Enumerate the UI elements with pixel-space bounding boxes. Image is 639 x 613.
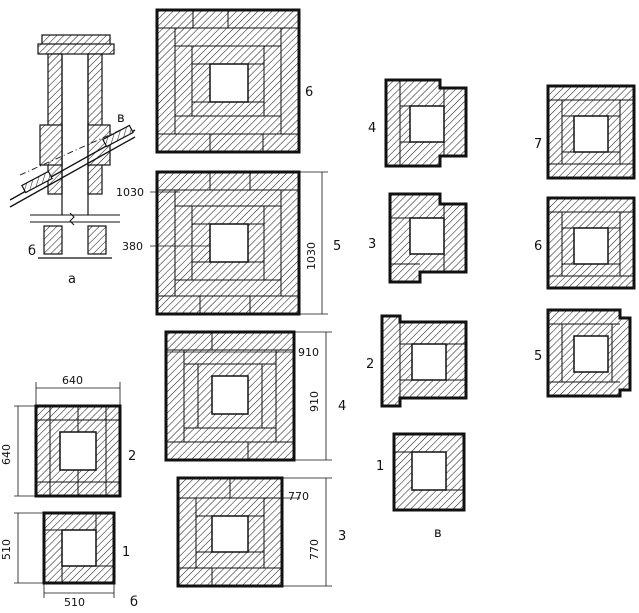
course-3 <box>388 192 468 284</box>
course-6 <box>546 196 636 290</box>
dim-510-bottom: 510 <box>64 596 85 609</box>
section-1030 <box>155 170 301 316</box>
label-v-roof: в <box>117 111 125 126</box>
section-number-4: 4 <box>338 399 346 414</box>
dim-770 <box>282 477 332 587</box>
dim-510-side: 510 <box>0 539 13 560</box>
section-number-3: 3 <box>338 529 346 544</box>
section-770 <box>176 476 284 588</box>
dim-1030-label: 1030 <box>116 186 144 199</box>
section-number-5: 5 <box>333 239 341 254</box>
dim-380-label: 380 <box>122 240 143 253</box>
dim-640 <box>14 382 121 497</box>
label-a: а <box>68 272 76 287</box>
course-number-2: 2 <box>366 357 374 372</box>
dim-640-side: 640 <box>0 444 13 465</box>
dim-640-top: 640 <box>62 374 83 387</box>
label-v: в <box>434 526 442 541</box>
dim-910 <box>166 331 332 461</box>
course-number-3: 3 <box>368 237 376 252</box>
course-5 <box>546 308 632 398</box>
label-b-bottom: б <box>130 595 138 610</box>
dim-510 <box>14 512 115 598</box>
section-910 <box>164 330 296 462</box>
course-number-7: 7 <box>534 137 542 152</box>
course-number-1: 1 <box>376 459 384 474</box>
course-number-6: 6 <box>534 239 542 254</box>
chimney-elevation <box>9 34 136 259</box>
label-b-left: б <box>28 244 36 259</box>
course-1 <box>392 432 466 512</box>
section-6 <box>155 8 301 154</box>
section-number-1-left: 1 <box>122 545 130 560</box>
section-number-6: 6 <box>305 85 313 100</box>
course-7 <box>546 84 636 180</box>
section-number-2-left: 2 <box>128 449 136 464</box>
dim-910-top: 910 <box>298 346 319 359</box>
section-510 <box>42 511 116 585</box>
course-4 <box>384 78 468 168</box>
dim-1030 <box>150 171 328 315</box>
dim-910-side: 910 <box>308 391 321 412</box>
course-2 <box>380 314 468 408</box>
dim-770-side: 770 <box>308 539 321 560</box>
course-number-4: 4 <box>368 121 376 136</box>
course-number-5: 5 <box>534 349 542 364</box>
dim-1030-side: 1030 <box>305 242 318 270</box>
section-640 <box>34 404 122 498</box>
dim-770-top: 770 <box>288 490 309 503</box>
